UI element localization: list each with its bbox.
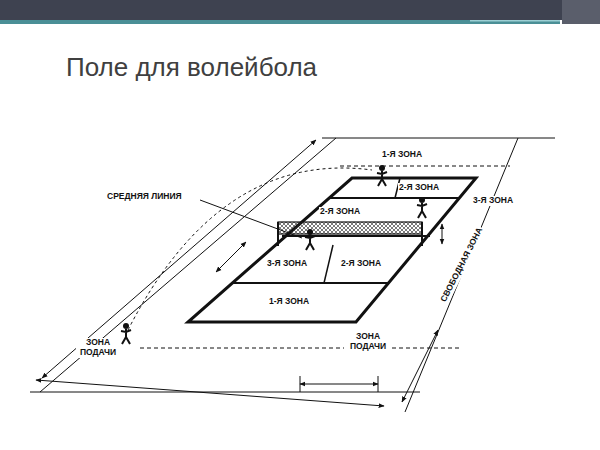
zone-label: ЗОНА ПОДАЧИ <box>344 332 392 352</box>
net <box>278 222 422 234</box>
slide-title: Поле для волейбола <box>66 52 317 83</box>
dimension-arrow <box>36 140 442 406</box>
zone-label: СВОБОДНАЯ ЗОНА <box>439 225 486 304</box>
player <box>377 165 387 186</box>
court-lines <box>30 138 555 412</box>
zone-label: 2-Я ЗОНА <box>319 207 361 217</box>
net-post <box>278 222 422 246</box>
header-accent <box>470 20 560 22</box>
player <box>417 197 427 218</box>
player <box>121 323 131 344</box>
leader-line <box>200 200 302 238</box>
zone-label: 2-Я ЗОНА <box>398 183 440 193</box>
zone-label: 2-Я ЗОНА <box>340 259 382 269</box>
header-bar <box>0 0 600 20</box>
zone-label: 1-Я ЗОНА <box>381 150 423 160</box>
zone-label: 3-Я ЗОНА <box>472 196 514 206</box>
player <box>305 229 315 250</box>
zone-label: СРЕДНЯЯ ЛИНИЯ <box>106 192 183 202</box>
zone-label: 1-Я ЗОНА <box>268 297 310 307</box>
header-corner <box>562 0 600 24</box>
zone-label: ЗОНА ПОДАЧИ <box>76 338 120 358</box>
header-accent <box>0 20 560 24</box>
zone-label: 3-Я ЗОНА <box>266 259 308 269</box>
